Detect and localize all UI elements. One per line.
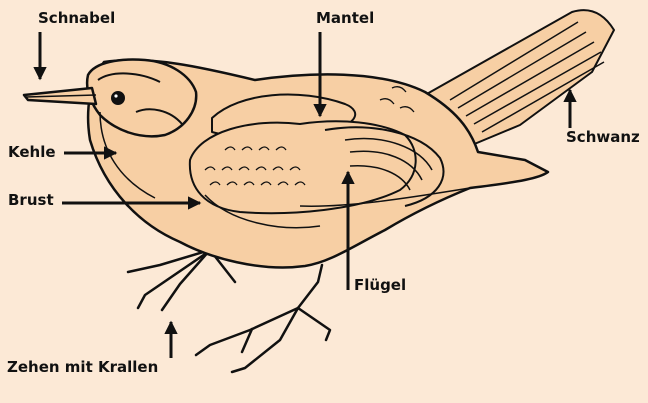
label-brust: Brust xyxy=(8,193,54,208)
label-kehle: Kehle xyxy=(8,145,56,160)
label-fluegel: Flügel xyxy=(354,278,406,293)
label-schwanz: Schwanz xyxy=(566,130,640,145)
label-mantel: Mantel xyxy=(316,11,374,26)
label-schnabel: Schnabel xyxy=(38,11,115,26)
label-zehen-mit-krallen: Zehen mit Krallen xyxy=(7,360,158,375)
